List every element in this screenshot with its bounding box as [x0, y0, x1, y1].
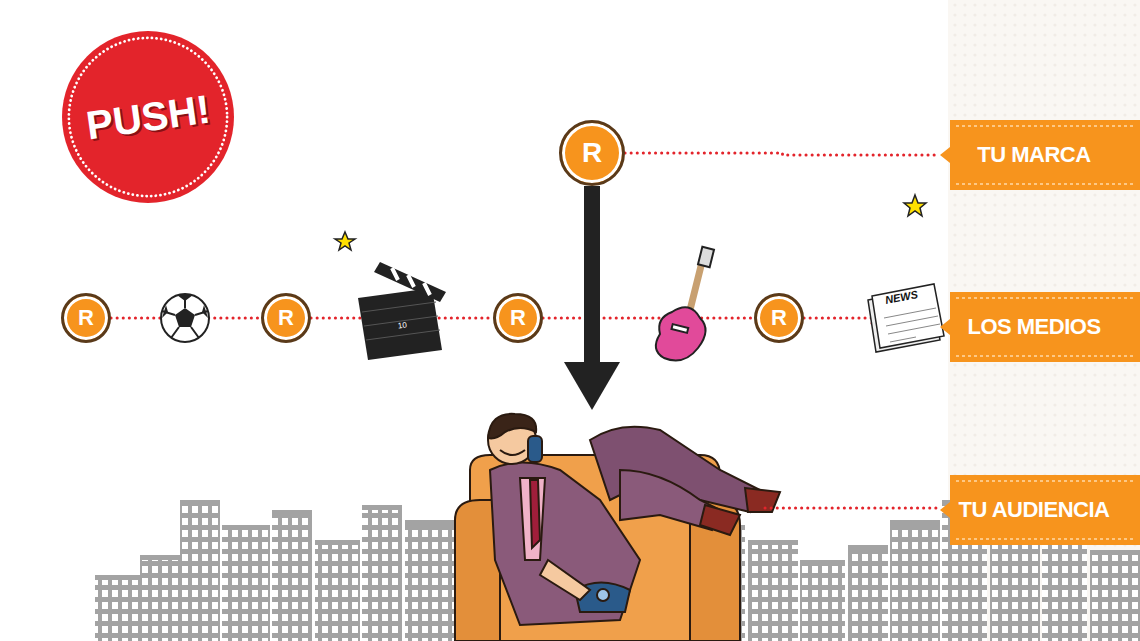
badge-ring-dots — [69, 38, 227, 196]
tag-stitch — [956, 355, 1136, 357]
newspaper-icon — [868, 284, 944, 352]
clapperboard-icon — [358, 262, 446, 360]
tag-fill — [940, 120, 1140, 190]
tag-stitch — [956, 480, 1136, 482]
label-tag: TU AUDIENCIA — [940, 475, 1140, 545]
brand-letter: R — [771, 305, 787, 331]
clapper-number: 10 — [396, 321, 408, 330]
label-tag: LOS MEDIOS — [940, 292, 1140, 362]
man-figure — [488, 414, 780, 625]
tag-stitch — [956, 297, 1136, 299]
brand-letter: R — [582, 137, 602, 169]
brand-circle: R — [61, 293, 111, 343]
brand-letter: R — [278, 305, 294, 331]
brand-circle: R — [559, 120, 625, 186]
dotted-connector — [625, 153, 940, 155]
leader-line — [765, 507, 940, 510]
tag-stitch — [956, 183, 1136, 185]
brand-letter: R — [78, 305, 94, 331]
guitar-icon — [656, 247, 714, 361]
dotted-connector — [543, 317, 754, 320]
label-tag: TU MARCA — [940, 120, 1140, 190]
tag-label: TU MARCA — [977, 142, 1090, 168]
tag-fill — [940, 475, 1140, 545]
brand-circle: R — [493, 293, 543, 343]
tag-stitch — [956, 125, 1136, 127]
tag-label: LOS MEDIOS — [967, 314, 1100, 340]
tag-stitch — [956, 538, 1136, 540]
tag-label: TU AUDIENCIA — [959, 497, 1110, 523]
badge-label: PUSH! — [83, 86, 213, 148]
brand-circle: R — [261, 293, 311, 343]
tag-fill — [940, 292, 1140, 362]
brand-letter: R — [510, 305, 526, 331]
push-arrow — [564, 186, 620, 410]
push-badge: PUSH! — [62, 31, 234, 203]
star — [335, 195, 926, 250]
football-icon — [161, 294, 209, 342]
brand-circle: R — [754, 293, 804, 343]
